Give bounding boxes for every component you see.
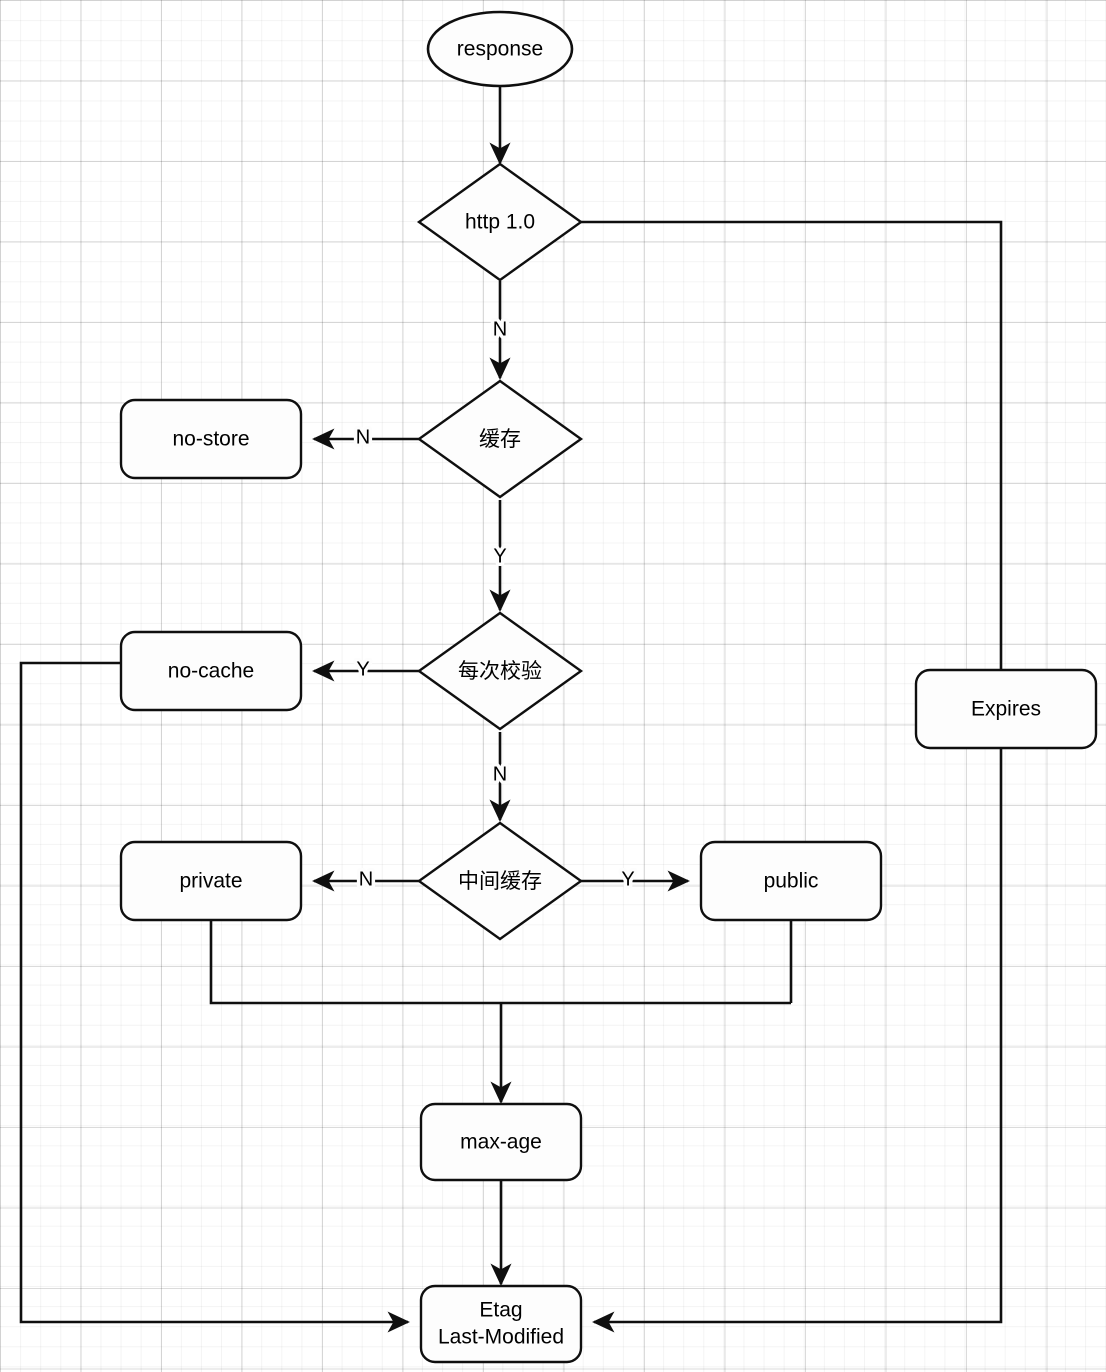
node-proxy-cache[interactable]: 中间缓存 [416, 821, 584, 941]
edge-label-proxy-n: N [359, 868, 373, 890]
no-store-box [119, 398, 303, 480]
expires-box [914, 668, 1098, 750]
edge-http10-to-etag-via-expires [581, 220, 1003, 1333]
node-max-age[interactable]: max-age [419, 1102, 583, 1182]
node-revalidate[interactable]: 每次校验 [416, 611, 584, 731]
proxy-cache-label: 中间缓存 [458, 869, 542, 893]
response-label: response [457, 38, 543, 61]
response-ellipse [426, 10, 574, 88]
node-private[interactable]: private [119, 840, 303, 922]
revalidate-diamond [416, 611, 584, 731]
edge-label-revalidate-n: N [493, 763, 507, 785]
http10-diamond [416, 162, 584, 282]
node-public[interactable]: public [699, 840, 883, 922]
node-expires[interactable]: Expires [914, 668, 1098, 750]
node-no-store[interactable]: no-store [119, 398, 303, 480]
edge-label-revalidate-y: Y [356, 658, 369, 680]
private-label: private [179, 870, 242, 893]
cache-diamond [416, 379, 584, 499]
http10-label: http 1.0 [465, 211, 535, 234]
etag-label-line2: Last-Modified [438, 1326, 564, 1349]
no-cache-label: no-cache [168, 660, 254, 683]
node-http10[interactable]: http 1.0 [416, 162, 584, 282]
node-response[interactable]: response [426, 10, 574, 88]
max-age-label: max-age [460, 1131, 542, 1154]
max-age-box [419, 1102, 583, 1182]
expires-label: Expires [971, 698, 1041, 721]
etag-label-line1: Etag [479, 1299, 522, 1322]
public-label: public [764, 870, 819, 893]
private-box [119, 840, 303, 922]
etag-box [419, 1284, 583, 1364]
edge-no-cache-to-etag [19, 661, 410, 1333]
revalidate-label: 每次校验 [458, 659, 542, 683]
cache-label: 缓存 [479, 427, 521, 451]
edge-label-cache-y: Y [493, 545, 506, 567]
node-no-cache[interactable]: no-cache [119, 630, 303, 712]
node-etag[interactable]: Etag Last-Modified [419, 1284, 583, 1364]
no-store-label: no-store [172, 428, 249, 451]
edge-label-cache-n: N [356, 426, 370, 448]
edge-private-to-join [209, 920, 791, 1005]
proxy-cache-diamond [416, 821, 584, 941]
public-box [699, 840, 883, 922]
edge-label-proxy-y: Y [621, 868, 634, 890]
edge-label-http10-n: N [493, 318, 507, 340]
node-cache[interactable]: 缓存 [416, 379, 584, 499]
no-cache-box [119, 630, 303, 712]
